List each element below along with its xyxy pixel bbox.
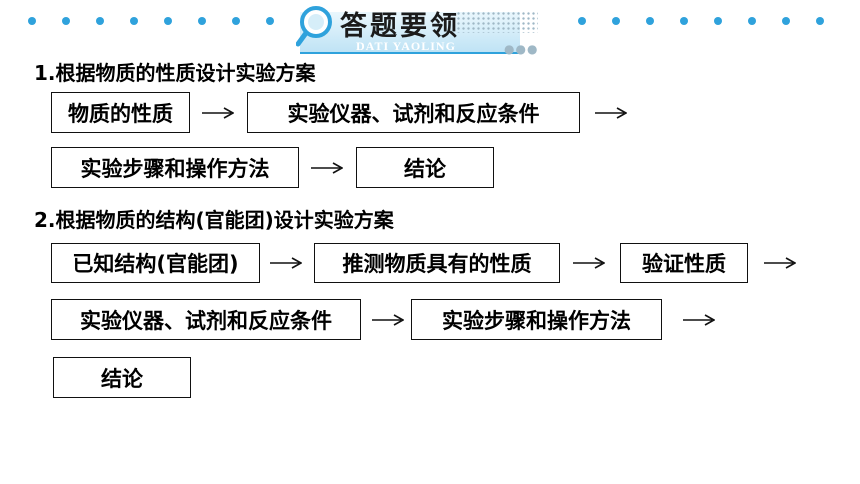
section1-title: 1.根据物质的性质设计实验方案 — [34, 61, 316, 85]
flow1-step-1: 物质的性质 — [51, 92, 190, 133]
flow2-step-2: 推测物质具有的性质 — [314, 243, 560, 283]
section2-title: 2.根据物质的结构(官能团)设计实验方案 — [34, 208, 394, 232]
header-dots-left — [0, 17, 290, 27]
flow2-step-6: 结论 — [53, 357, 191, 398]
header-dots-right — [560, 17, 860, 27]
flow2-step-1: 已知结构(官能团) — [51, 243, 260, 283]
right-arrow-icon — [764, 257, 796, 269]
right-arrow-icon — [270, 257, 302, 269]
magnifier-icon — [296, 6, 332, 47]
right-arrow-icon — [595, 107, 627, 119]
flow2-step-5: 实验步骤和操作方法 — [411, 299, 662, 340]
flow2-step-4: 实验仪器、试剂和反应条件 — [51, 299, 361, 340]
right-arrow-icon — [202, 107, 234, 119]
header-badge: 答题要领 DATI YAOLING ●●● — [296, 0, 548, 58]
right-arrow-icon — [311, 162, 343, 174]
header-title: 答题要领 — [340, 11, 460, 42]
flow1-step-4: 结论 — [356, 147, 494, 188]
right-arrow-icon — [573, 257, 605, 269]
header-dot-grid — [456, 11, 538, 33]
header-ellipsis: ●●● — [504, 42, 539, 56]
right-arrow-icon — [683, 314, 715, 326]
flow1-step-3: 实验步骤和操作方法 — [51, 147, 299, 188]
header-subtitle: DATI YAOLING — [356, 39, 456, 53]
right-arrow-icon — [372, 314, 404, 326]
flow1-step-2: 实验仪器、试剂和反应条件 — [247, 92, 580, 133]
flow2-step-3: 验证性质 — [620, 243, 748, 283]
